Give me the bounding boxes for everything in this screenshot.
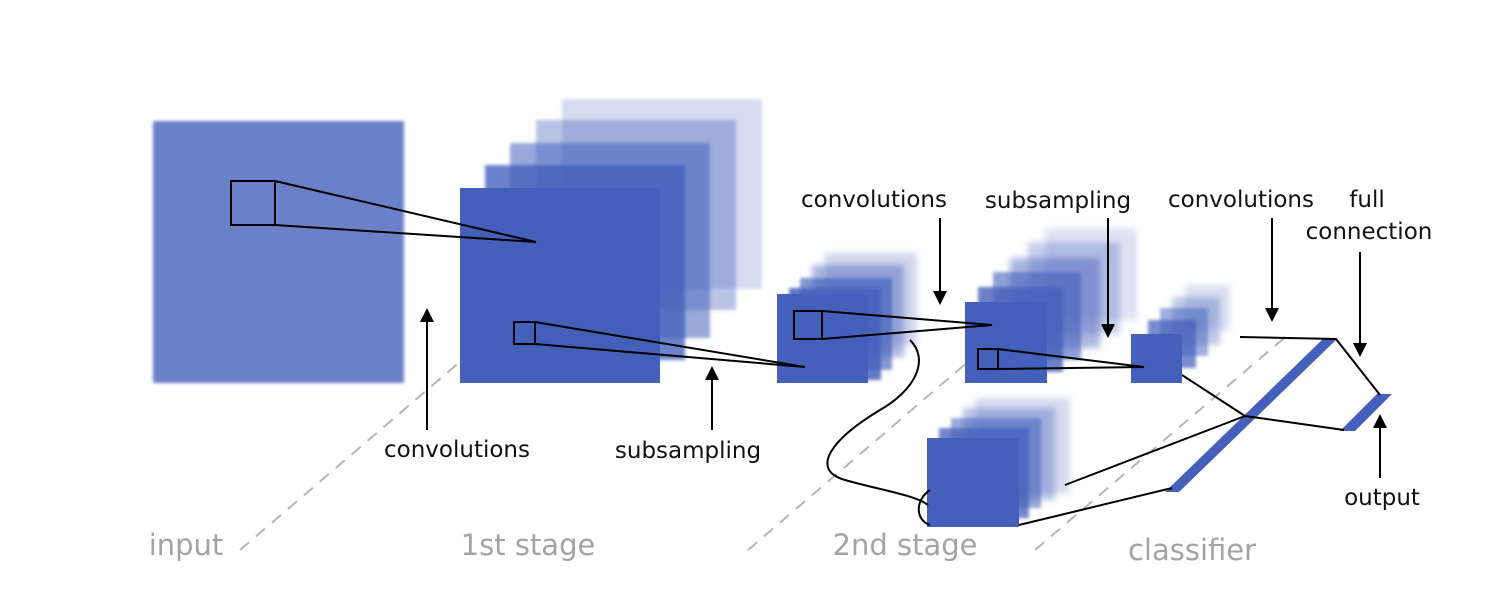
expansion-curve <box>826 339 929 506</box>
output-link <box>1335 338 1381 396</box>
kernel-projection <box>997 348 1145 370</box>
kernel-projection <box>534 321 806 368</box>
stage-label-input: input <box>149 528 224 562</box>
label-output: output <box>1344 485 1420 511</box>
stage-dividers <box>239 332 1291 551</box>
kernel-projection <box>821 310 993 340</box>
label-convolutions-3: convolutions <box>1168 187 1314 213</box>
classifier-link <box>1018 487 1173 526</box>
kernel-window <box>793 310 823 340</box>
label-convolutions-2: convolutions <box>801 187 947 213</box>
divider-2nd-classifier <box>1034 332 1291 551</box>
second-stage-conv-maps <box>777 253 917 383</box>
stage-label-1st: 1st stage <box>461 528 596 562</box>
expansion-brace <box>917 489 931 526</box>
kernel-window <box>513 321 536 345</box>
label-convolutions-1: convolutions <box>384 437 530 463</box>
feature-map-front <box>927 438 1019 527</box>
expanded-feature-maps <box>927 398 1070 527</box>
classifier-link <box>1064 415 1246 486</box>
kernel-window <box>230 180 276 226</box>
feature-map-front <box>460 188 660 383</box>
divider-1st-2nd <box>747 359 971 551</box>
stage-label-2nd: 2nd stage <box>833 528 978 562</box>
kernel-projection <box>274 180 537 243</box>
feature-map-front <box>1131 334 1182 383</box>
input-image <box>153 121 404 383</box>
classifier-link <box>1181 374 1246 417</box>
receptive-field-lines <box>230 180 1145 370</box>
connection-lines <box>826 336 1381 526</box>
output-link <box>1244 415 1345 431</box>
feature-map-front <box>965 302 1047 383</box>
classifier-link <box>1239 336 1337 340</box>
divider-input-1st <box>239 359 463 551</box>
classifier-conv-maps <box>1131 285 1230 383</box>
label-full-connection-line1: full <box>1349 187 1384 213</box>
label-subsampling-2: subsampling <box>985 188 1131 214</box>
stage-label-classifier: classifier <box>1128 533 1256 567</box>
annotation-arrows <box>420 218 1387 478</box>
label-full-connection-line2: connection <box>1306 219 1433 245</box>
second-stage-subsampled-maps <box>965 228 1137 383</box>
kernel-window <box>977 348 999 370</box>
output-layer <box>1340 394 1392 431</box>
first-stage-feature-maps <box>460 99 762 383</box>
fully-connected-layer <box>1165 338 1338 492</box>
label-subsampling-1: subsampling <box>615 438 761 464</box>
